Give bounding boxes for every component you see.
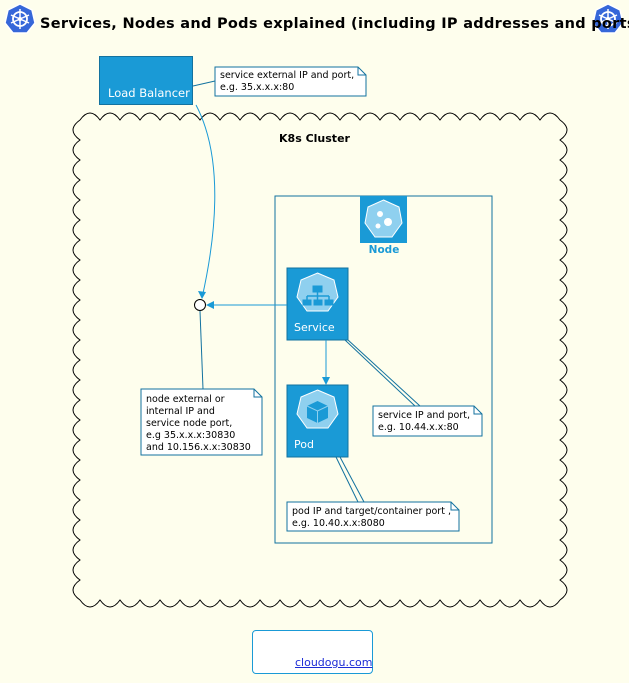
page-title: Services, Nodes and Pods explained (incl… — [40, 16, 629, 32]
note-connector — [192, 80, 216, 87]
note-nodeport-text: node external or internal IP and service… — [146, 394, 251, 454]
cluster-label: K8s Cluster — [279, 132, 350, 145]
kubernetes-helm-icon — [4, 3, 36, 34]
note-connector — [335, 456, 359, 503]
lb-to-interface-arrow — [195, 104, 216, 299]
note-line: service node port, — [146, 418, 233, 429]
kubernetes-helm-icon — [592, 3, 624, 34]
cloudogu-link[interactable]: cloudogu.com — [295, 656, 373, 669]
note-line: internal IP and — [146, 406, 215, 417]
node-port-interface — [194, 299, 206, 311]
note-connector — [199, 310, 204, 390]
note-line: e.g. 10.44.x.x:80 — [378, 422, 459, 433]
note-line: e.g. 35.x.x.x:80 — [220, 82, 295, 93]
load-balancer-label: Load Balancer — [108, 86, 190, 100]
arrowhead — [198, 291, 206, 299]
note-line: e.g 35.x.x.x:30830 — [146, 430, 236, 441]
note-line: pod IP and target/container port , — [292, 506, 451, 517]
note-service-text: service IP and port, e.g. 10.44.x.x:80 — [378, 410, 470, 434]
note-nodeport — [140, 388, 263, 456]
node-icon — [360, 196, 407, 243]
load-balancer-box — [99, 56, 193, 105]
pod-label: Pod — [294, 438, 314, 451]
note-line: e.g. 10.40.x.x:8080 — [292, 518, 385, 529]
arrowhead — [322, 377, 330, 385]
note-connector — [344, 339, 416, 407]
note-pod — [286, 501, 460, 532]
note-lb-text: service external IP and port, e.g. 35.x.… — [220, 70, 354, 94]
note-connector — [339, 456, 365, 503]
note-line: node external or — [146, 394, 225, 405]
service-box — [286, 267, 349, 341]
note-line: and 10.156.x.x:30830 — [146, 442, 251, 453]
note-line: service external IP and port, — [220, 70, 355, 81]
service-label: Service — [294, 321, 335, 334]
note-connector — [347, 339, 421, 407]
note-lb — [214, 66, 367, 97]
k8s-cluster-cloud — [72, 112, 568, 608]
service-icon — [302, 285, 334, 306]
note-pod-text: pod IP and target/container port , e.g. … — [292, 506, 451, 530]
note-line: service IP and port, — [378, 410, 470, 421]
arrowhead — [206, 301, 214, 309]
pod-icon — [306, 401, 329, 423]
pod-box — [286, 384, 349, 458]
node-label: Node — [368, 244, 400, 256]
note-service — [372, 405, 483, 437]
cloudogu-logo-box[interactable] — [252, 630, 373, 674]
